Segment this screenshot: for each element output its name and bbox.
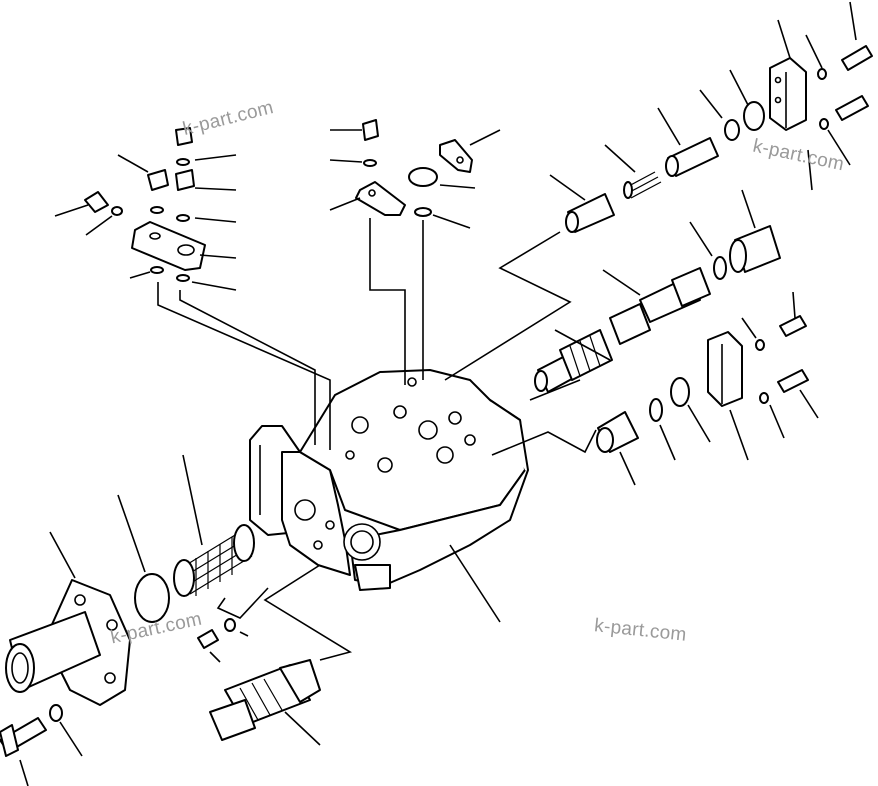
spring: [173, 524, 255, 597]
o-ring-right-a: [724, 119, 740, 141]
relief-valve: [209, 659, 321, 741]
plug-lower: [596, 411, 639, 453]
top-bolt: [362, 119, 379, 141]
plug-right: [729, 225, 781, 273]
spool-end: [665, 137, 719, 177]
o-ring-large: [134, 573, 170, 623]
small-fitting: [197, 629, 219, 649]
washer: [49, 704, 63, 722]
end-cover: [5, 579, 131, 706]
spring-small: [623, 171, 662, 199]
bolt-small-a: [84, 191, 109, 213]
o-ring-small-a: [224, 618, 236, 632]
plug-screws: [147, 127, 195, 191]
spool-sleeve: [565, 193, 615, 233]
seal-ring: [743, 101, 765, 131]
cap-disc: [408, 167, 438, 187]
main-spool: [534, 267, 711, 393]
top-left-block: [131, 221, 206, 271]
clamp-plate-a: [355, 181, 406, 216]
bracket-lower: [707, 331, 743, 407]
bolts-right-top: [835, 45, 873, 121]
valve-body: [249, 369, 529, 591]
o-ring-lower: [649, 398, 663, 422]
bolts-right-lower: [777, 315, 809, 393]
clamp-plate-b: [439, 139, 473, 173]
bracket-top: [769, 57, 807, 131]
bolt-cover: [0, 717, 47, 757]
o-ring-right-b: [713, 256, 727, 280]
leader-lines: [19, 1, 857, 786]
seal-lower: [670, 377, 690, 407]
